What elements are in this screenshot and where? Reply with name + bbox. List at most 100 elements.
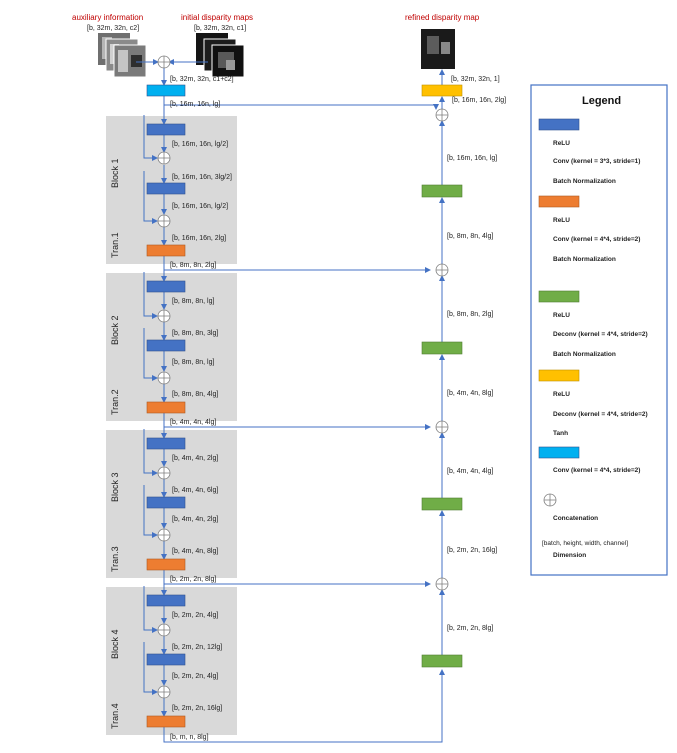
- initial-disparity-images: [196, 33, 245, 78]
- dim-label: [b, 8m, 8n, 2lg]: [170, 262, 216, 269]
- dim-label: [b, 4m, 4n, 4lg]: [170, 419, 216, 426]
- concat-icon: [435, 108, 449, 122]
- connection-lines: [136, 59, 445, 743]
- dim-label: [b, 8m, 8n, 4lg]: [447, 233, 493, 240]
- auxiliary-information-images: [98, 33, 147, 78]
- legend: Legend ReLU Conv (kernel = 3*3, stride=1…: [530, 84, 668, 576]
- relu-conv3-layer: [146, 653, 186, 666]
- legend-text: Dimension: [553, 552, 586, 559]
- concat-icon: [543, 493, 557, 507]
- legend-text: Batch Normalization: [553, 178, 616, 185]
- dim-label: [b, 2m, 2n, 16lg]: [447, 547, 497, 554]
- dim-label: [b, 4m, 4n, 2lg]: [172, 455, 218, 462]
- dim-label: [b, 16m, 16n, lg/2]: [172, 141, 228, 148]
- concat-icon: [157, 371, 171, 385]
- concat-icon: [157, 309, 171, 323]
- dim-label: [b, 16m, 16n, lg]: [447, 155, 497, 162]
- init-title: initial disparity maps: [181, 13, 253, 22]
- dim-label: [b, 4m, 4n, 8lg]: [447, 390, 493, 397]
- legend-text: Batch Normalization: [553, 351, 616, 358]
- dim-label: [b, 16m, 16n, lg]: [170, 101, 220, 108]
- dim-label: [b, 8m, 8n, lg]: [172, 298, 214, 305]
- conv-out-layer: [146, 84, 186, 97]
- transition-label: Tran.3: [110, 546, 120, 572]
- legend-yellow-swatch: [538, 369, 580, 382]
- legend-green-swatch: [538, 290, 580, 303]
- deconv-layer: [421, 184, 463, 198]
- legend-text: Conv (kernel = 4*4, stride=2): [553, 236, 640, 243]
- dim-label: [b, 4m, 4n, 8lg]: [172, 548, 218, 555]
- transition-label: Tran.4: [110, 703, 120, 729]
- legend-cyan-swatch: [538, 446, 580, 459]
- relu-conv3-layer: [146, 123, 186, 136]
- relu-conv3-layer: [146, 280, 186, 293]
- init-dim: [b, 32m, 32n, c1]: [194, 25, 246, 32]
- relu-conv3-layer: [146, 496, 186, 509]
- dim-label: [b, 8m, 8n, 3lg]: [172, 330, 218, 337]
- legend-text: ReLU: [553, 217, 570, 224]
- block-label: Block 3: [110, 472, 120, 502]
- dim-label: [b, 8m, 8n, 2lg]: [447, 311, 493, 318]
- dim-label: [b, 4m, 4n, 2lg]: [172, 516, 218, 523]
- legend-text: Batch Normalization: [553, 256, 616, 263]
- aux-dim: [b, 32m, 32n, c2]: [87, 25, 139, 32]
- legend-title: Legend: [582, 95, 621, 107]
- concat-icon: [157, 214, 171, 228]
- dim-label: [b, 16m, 16n, 2lg]: [452, 97, 506, 104]
- relu-conv3-layer: [146, 182, 186, 195]
- block-label: Block 1: [110, 158, 120, 188]
- dim-label: [b, 32m, 32n, 1]: [451, 76, 500, 83]
- dim-label: [b, 2m, 2n, 12lg]: [172, 644, 222, 651]
- dim-label: [b, m, n, 8lg]: [170, 734, 209, 741]
- dim-label: [b, 16m, 16n, 2lg]: [172, 235, 226, 242]
- concat-icon: [435, 263, 449, 277]
- dim-label: [b, 2m, 2n, 16lg]: [172, 705, 222, 712]
- deconv-layer: [421, 497, 463, 511]
- concat-icon: [157, 685, 171, 699]
- dim-label: [b, 16m, 16n, lg/2]: [172, 203, 228, 210]
- legend-text: ReLU: [553, 312, 570, 319]
- transition-layer: [146, 244, 186, 257]
- concat-icon: [157, 623, 171, 637]
- dim-label: [b, 8m, 8n, lg]: [172, 359, 214, 366]
- deconv-layer: [421, 341, 463, 355]
- dim-label: [b, 16m, 16n, 3lg/2]: [172, 174, 232, 181]
- dim-label: [b, 4m, 4n, 6lg]: [172, 487, 218, 494]
- dim-label: [b, 8m, 8n, 4lg]: [172, 391, 218, 398]
- dim-label: [b, 2m, 2n, 8lg]: [447, 625, 493, 632]
- block-label: Block 4: [110, 629, 120, 659]
- legend-text: [batch, height, width, channel]: [542, 540, 628, 547]
- transition-layer: [146, 558, 186, 571]
- relu-conv3-layer: [146, 339, 186, 352]
- transition-layer: [146, 715, 186, 728]
- legend-text: Conv (kernel = 3*3, stride=1): [553, 158, 640, 165]
- legend-text: Deconv (kernel = 4*4, stride=2): [553, 411, 648, 418]
- dim-label: [b, 4m, 4n, 4lg]: [447, 468, 493, 475]
- concat-nodes: [157, 55, 449, 699]
- legend-text: Deconv (kernel = 4*4, stride=2): [553, 331, 648, 338]
- dim-label: [b, 2m, 2n, 4lg]: [172, 612, 218, 619]
- legend-text: ReLU: [553, 391, 570, 398]
- relu-conv3-layer: [146, 437, 186, 450]
- refined-title: refined disparity map: [405, 13, 480, 22]
- transition-label: Tran.1: [110, 232, 120, 258]
- legend-blue-swatch: [538, 118, 580, 131]
- concat-icon: [435, 577, 449, 591]
- refined-disparity-image: [421, 29, 455, 69]
- dim-label: [b, 2m, 2n, 4lg]: [172, 673, 218, 680]
- legend-text: ReLU: [553, 140, 570, 147]
- block-label: Block 2: [110, 315, 120, 345]
- concat-icon: [157, 466, 171, 480]
- dim-label: [b, 32m, 32n, c1+c2]: [170, 76, 234, 83]
- concat-icon: [157, 151, 171, 165]
- transition-label: Tran.2: [110, 389, 120, 415]
- concat-icon: [157, 528, 171, 542]
- relu-conv3-layer: [146, 594, 186, 607]
- layer-boxes: [146, 84, 463, 728]
- legend-text: Tanh: [553, 430, 568, 437]
- concat-icon: [435, 420, 449, 434]
- legend-text: Concatenation: [553, 515, 598, 522]
- deconv-layer: [421, 654, 463, 668]
- legend-text: Conv (kernel = 4*4, stride=2): [553, 467, 640, 474]
